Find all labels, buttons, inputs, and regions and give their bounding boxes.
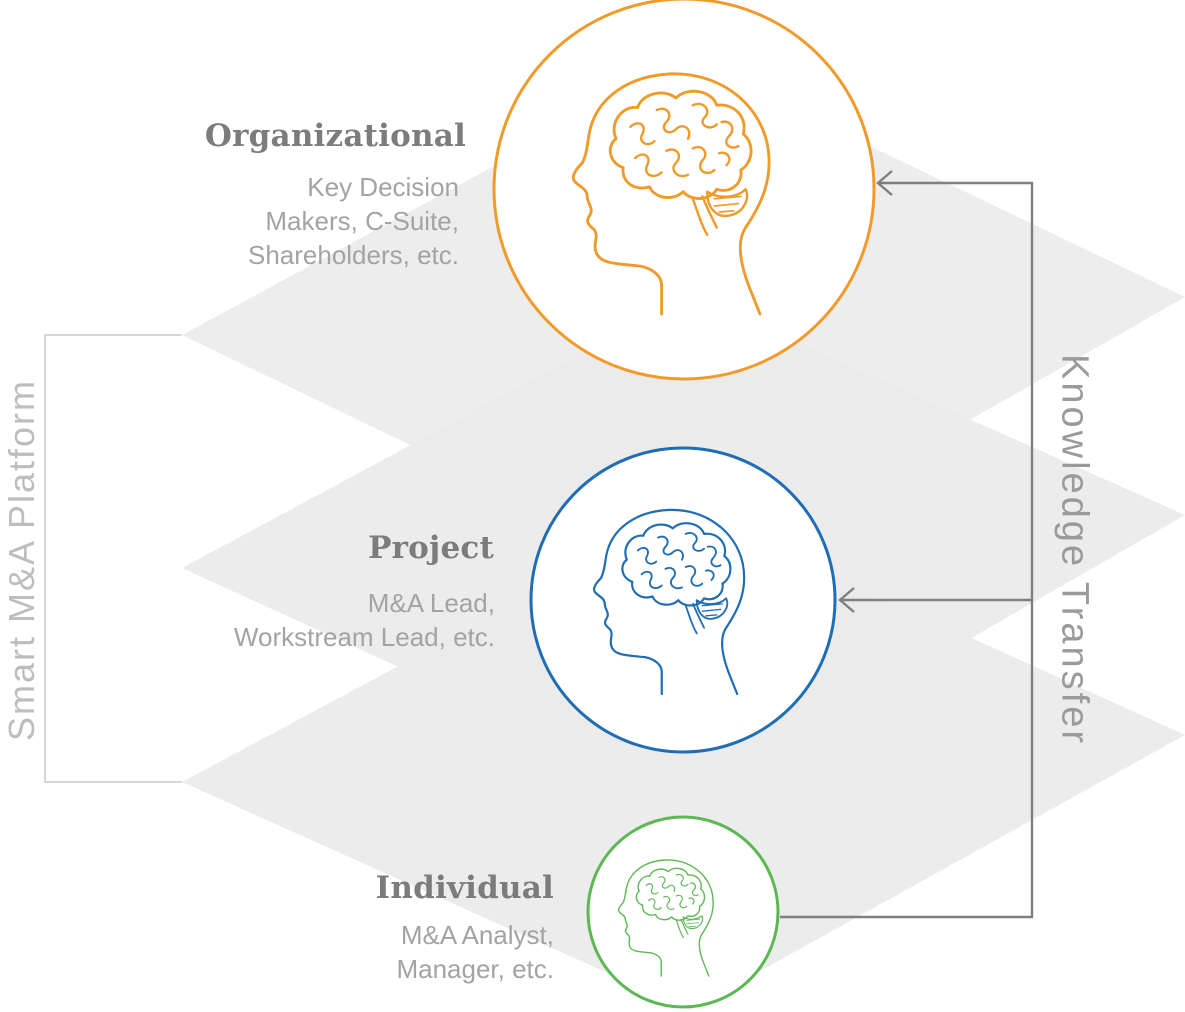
level-description-project: M&A Lead, Workstream Lead, etc. bbox=[233, 588, 495, 652]
circle-individual bbox=[586, 815, 780, 1009]
level-description-individual: M&A Analyst, Manager, etc. bbox=[396, 920, 554, 984]
arrowhead-project bbox=[838, 587, 855, 613]
transfer-connectors bbox=[780, 170, 1034, 919]
arrowhead-organizational bbox=[876, 170, 893, 196]
platform-label: Smart M&A Platform bbox=[1, 378, 42, 742]
level-description-organizational: Key Decision Makers, C-Suite, Shareholde… bbox=[247, 172, 459, 270]
level-title-individual: Individual bbox=[375, 870, 554, 906]
knowledge-transfer-label: Knowledge Transfer bbox=[1053, 354, 1096, 746]
circle-project bbox=[529, 446, 837, 754]
layer-bottom bbox=[182, 510, 1185, 1010]
circle-organizational bbox=[492, 0, 876, 381]
platform-bracket bbox=[44, 334, 182, 783]
level-title-organizational: Organizational bbox=[204, 118, 466, 154]
level-title-project: Project bbox=[368, 530, 494, 566]
connector-main bbox=[780, 181, 1034, 919]
